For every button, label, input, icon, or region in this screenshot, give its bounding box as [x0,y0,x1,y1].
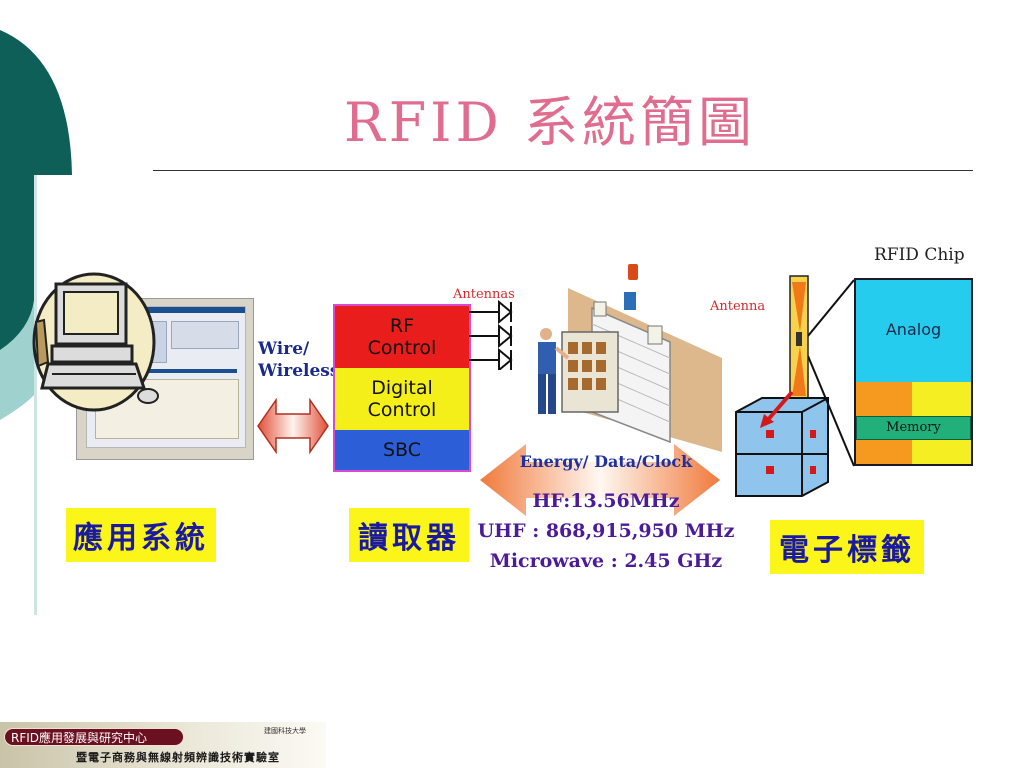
chip-logic-yellow [912,382,971,416]
wire-wireless-double-arrow [257,398,329,454]
hf-frequency-text: HF:13.56MHz [532,490,680,512]
wire-wireless-label: Wire/ Wireless [258,339,340,381]
reader-caption: 讀取器 [349,508,469,562]
dock-door-scene [538,264,722,452]
chip-zoom-lines [808,279,855,467]
analog-block [856,280,971,382]
electronic-tag-caption: 電子標籤 [770,520,924,574]
energy-data-clock-label: Energy/ Data/Clock [519,452,693,471]
slide-title: RFID 系統簡圖 [344,91,756,154]
rfid-chip-label: RFID Chip [874,245,965,265]
antennas-label: Antennas [453,287,515,302]
footer-center-name: RFID應用發展與研究中心 [4,728,184,746]
chip-logic-yellow-bottom [912,440,971,464]
computer-icon [32,272,159,412]
application-system-caption: 應用系統 [66,508,216,562]
sbc-block: SBC [335,430,469,470]
reader-antennas-icon [469,300,513,370]
air-interface-double-arrow [480,444,720,516]
microwave-frequency-text: Microwave : 2.45 GHz [489,550,723,572]
tagged-boxes-icon [735,275,829,497]
footer-lab-name: 暨電子商務與無線射頻辨識技術實驗室 [76,751,280,764]
chip-logic-orange-bottom [856,440,912,464]
slide-side-decoration [0,30,72,615]
footer-university-name: 建國科技大學 [264,727,306,735]
chip-logic-orange [856,382,912,416]
tag-antenna-label: Antenna [710,299,766,314]
rfid-chip-box [854,278,973,466]
memory-label: Memory [886,420,941,435]
title-underline [153,170,973,171]
uhf-frequency-text: UHF : 868,915,950 MHz [477,520,735,542]
memory-block [856,416,971,440]
analog-label: Analog [885,320,942,339]
